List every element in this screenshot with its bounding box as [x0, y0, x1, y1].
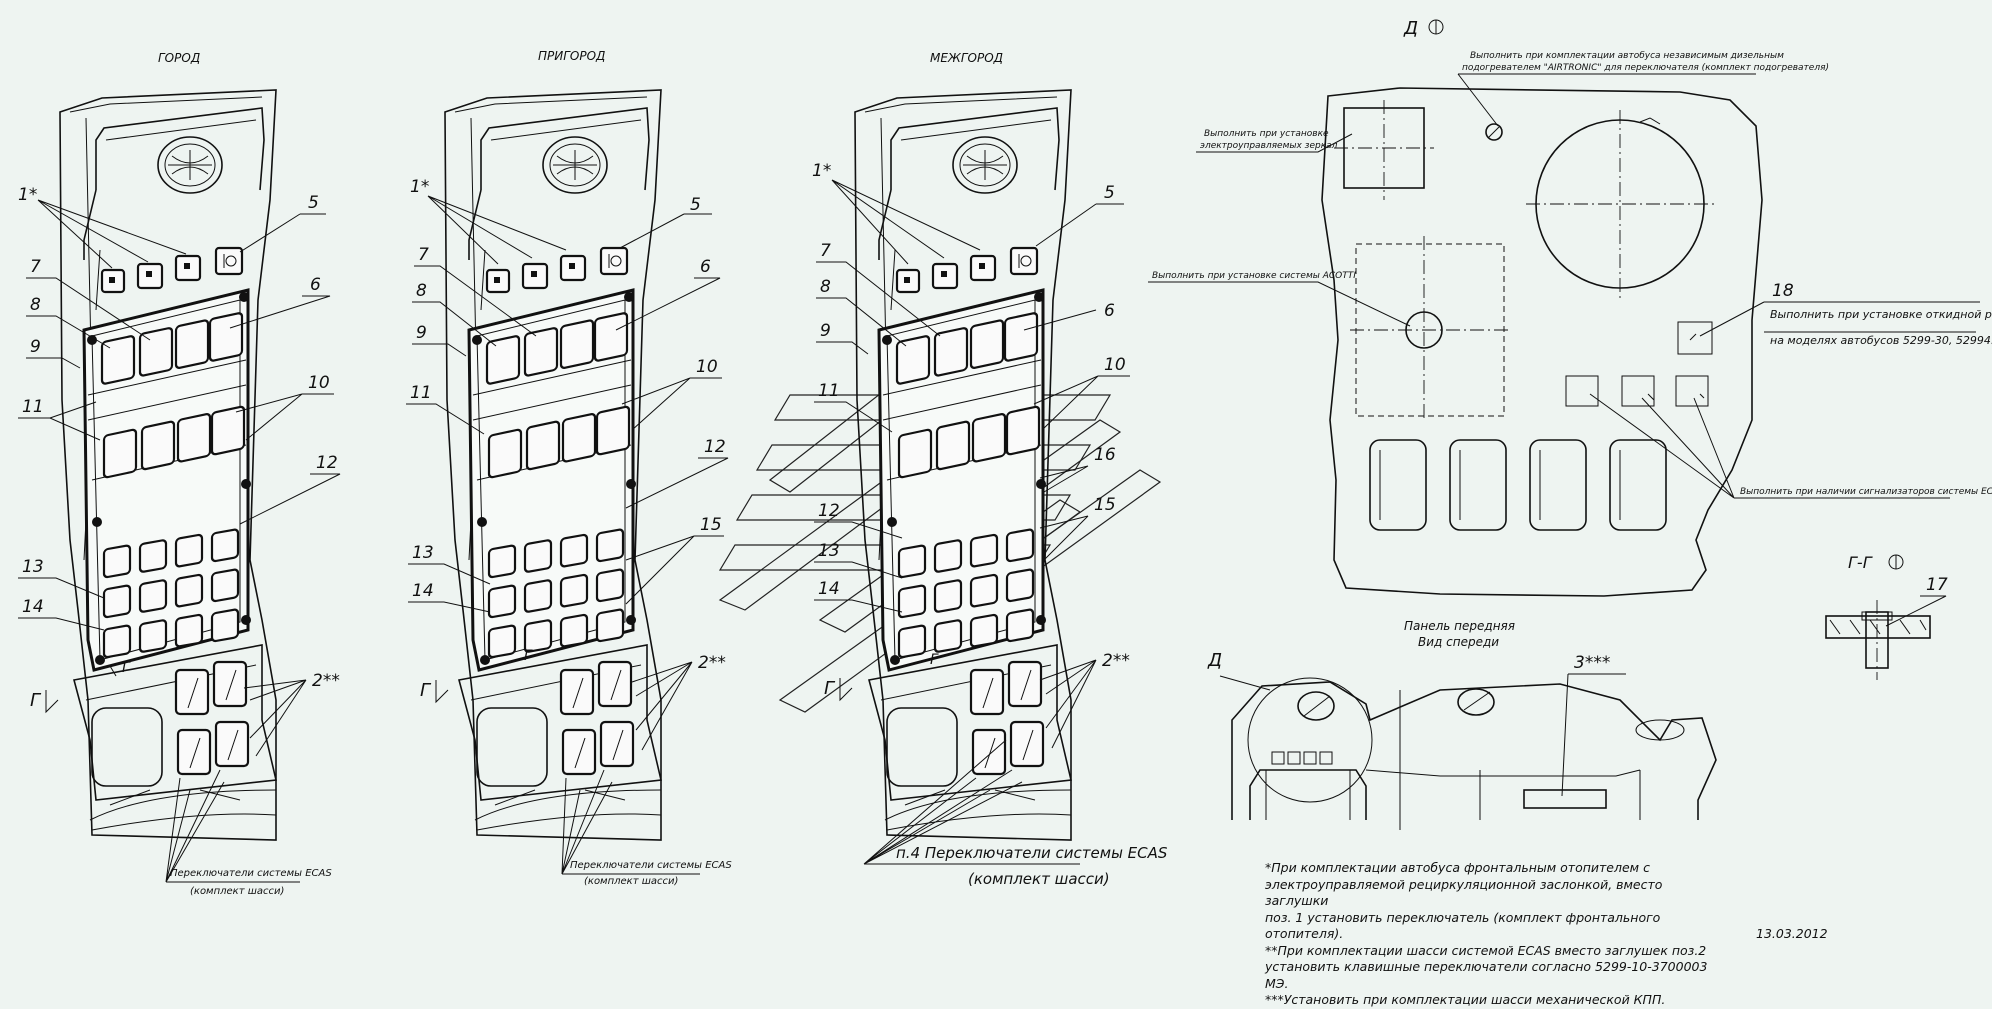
front-panel-view: Панель передняя Вид спереди Д 3*** — [1207, 619, 1717, 830]
callout-1: 1* — [18, 185, 37, 205]
panel-title-gorod: ГОРОД — [158, 51, 200, 65]
assembly-drawing: ГОРОД 1* 5 7 6 8 9 10 11 12 13 14 2** Г … — [18, 18, 1992, 897]
callout-9-p2: 9 — [416, 323, 427, 343]
callout-2-p2: 2** — [698, 653, 726, 673]
front-panel-line1: Панель передняя — [1404, 619, 1515, 633]
footnote-line: **При комплектации шасси системой ECAS в… — [1265, 942, 1707, 958]
callout-14-p2: 14 — [412, 581, 434, 601]
callout-1-p2: 1* — [410, 177, 429, 197]
drawing-date: 13.03.2012 — [1756, 926, 1828, 941]
note-mirrors-line2: электроуправляемых зеркал — [1200, 141, 1338, 151]
callout-14: 14 — [22, 597, 44, 617]
note-ramp-line1: Выполнить при установке откидной рампы — [1770, 308, 1992, 321]
callout-11-p3: 11 — [818, 381, 840, 401]
callout-5: 5 — [308, 193, 319, 213]
ecas-label-1-line2: (комплект шасси) — [190, 886, 284, 897]
ecas-label-3-line1: п.4 Переключатели системы ECAS — [896, 844, 1168, 862]
callout-3: 3*** — [1574, 653, 1610, 673]
callout-11-p2: 11 — [410, 383, 432, 403]
callout-15-p3: 15 — [1094, 495, 1116, 515]
callout-8: 8 — [30, 295, 41, 315]
callout-14-p3: 14 — [818, 579, 840, 599]
detail-view-d-label: Д — [1403, 18, 1418, 39]
note-airtronic-line1: Выполнить при комплектации автобуса неза… — [1470, 51, 1784, 61]
section-mark-g2: Г — [122, 660, 131, 676]
ecas-label-2-line1: Переключатели системы ECAS — [570, 860, 732, 871]
callout-10: 10 — [308, 373, 330, 393]
detail-view-d: Д Выполнить при комплектации автобуса не… — [1148, 18, 1992, 597]
callout-2-p3: 2** — [1102, 651, 1130, 671]
callout-8-p2: 8 — [416, 281, 427, 301]
callout-12-p3: 12 — [818, 501, 840, 521]
note-airtronic-line2: подогревателем "AIRTRONIC" для переключа… — [1462, 63, 1829, 73]
callout-7-p3: 7 — [820, 241, 831, 261]
front-panel-line2: Вид спереди — [1418, 635, 1499, 649]
callout-9-p3: 9 — [820, 321, 831, 341]
footnote-line: ***Установить при комплектации шасси мех… — [1265, 992, 1666, 1007]
callout-1-p3: 1* — [812, 161, 831, 181]
callout-15-p2: 15 — [700, 515, 722, 535]
callout-13: 13 — [22, 557, 44, 577]
ecas-label-2-line2: (комплект шасси) — [584, 876, 678, 887]
footnotes: *При комплектации автобуса фронтальным о… — [1265, 860, 1725, 1009]
footnote-line: *При комплектации автобуса фронтальным о… — [1265, 860, 1650, 875]
panel-title-prigorod: ПРИГОРОД — [538, 49, 605, 63]
callout-5-p2: 5 — [690, 195, 701, 215]
footnote-line: электроуправляемой рециркуляционной засл… — [1265, 876, 1663, 909]
panel-mezhgorod: МЕЖГОРОД 1* 5 7 6 8 9 10 11 16 15 12 13 … — [812, 51, 1168, 888]
callout-2: 2** — [312, 671, 340, 691]
panel-gorod: ГОРОД 1* 5 7 6 8 9 10 11 12 13 14 2** Г … — [18, 51, 341, 897]
callout-6: 6 — [310, 275, 321, 295]
callout-10-p3: 10 — [1104, 355, 1126, 375]
section-mark-g2-p2: Г — [524, 648, 533, 664]
callout-12: 12 — [316, 453, 338, 473]
front-panel-d-label: Д — [1207, 650, 1222, 671]
callout-7-p2: 7 — [418, 245, 429, 265]
section-mark-g: Г — [30, 690, 42, 711]
callout-7: 7 — [30, 257, 41, 277]
callout-11: 11 — [22, 397, 44, 417]
ecas-label-3-line2: (комплект шасси) — [968, 870, 1110, 888]
note-mirrors-line1: Выполнить при установке — [1204, 129, 1329, 139]
note-acotti: Выполнить при установке системы ACOTTI — [1152, 271, 1356, 281]
panel-title-mezhgorod: МЕЖГОРОД — [930, 51, 1003, 65]
section-gg-label: Г-Г — [1848, 553, 1873, 572]
ecas-label-1-line1: Переключатели системы ECAS — [170, 868, 332, 879]
callout-16-p3: 16 — [1094, 445, 1116, 465]
section-gg: Г-Г 17 — [1825, 553, 1948, 680]
callout-13-p3: 13 — [818, 541, 840, 561]
callout-12-p2: 12 — [704, 437, 726, 457]
callout-8-p3: 8 — [820, 277, 831, 297]
callout-9: 9 — [30, 337, 41, 357]
note-ecas-signal: Выполнить при наличии сигнализаторов сис… — [1740, 487, 1992, 497]
callout-5-p3: 5 — [1104, 183, 1115, 203]
callout-6-p3: 6 — [1104, 301, 1115, 321]
callout-10-p2: 10 — [696, 357, 718, 377]
section-mark-g2-p3: Г — [930, 652, 939, 668]
callout-18: 18 — [1772, 281, 1794, 301]
panel-prigorod: ПРИГОРОД 1* 5 7 6 8 9 10 11 12 15 13 14 … — [406, 49, 732, 887]
callout-17: 17 — [1926, 575, 1948, 595]
note-ramp-line2: на моделях автобусов 5299-30, 52994. — [1770, 334, 1992, 347]
section-mark-g-p3: Г — [824, 678, 836, 699]
footnote-line: поз. 1 установить переключатель (комплек… — [1265, 909, 1661, 942]
footnote-line: установить клавишные переключатели согла… — [1265, 959, 1708, 991]
section-mark-g-p2: Г — [420, 680, 432, 701]
callout-13-p2: 13 — [412, 543, 434, 563]
callout-6-p2: 6 — [700, 257, 711, 277]
